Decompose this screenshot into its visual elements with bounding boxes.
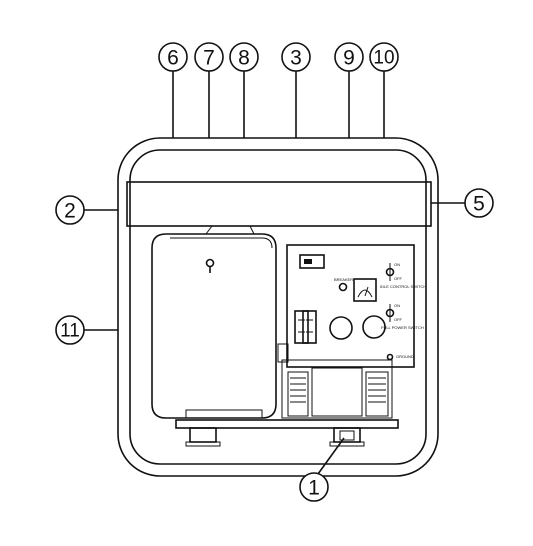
- foot-left: [189, 427, 217, 443]
- callout-6: 6: [158, 42, 188, 72]
- callout-8: 8: [229, 42, 259, 72]
- hour-meter-dial: [357, 289, 373, 298]
- idle-on-label: ON: [394, 262, 400, 267]
- top-crossbar: [126, 181, 432, 227]
- engine-cover-inner: [170, 237, 273, 249]
- receptacle-right: [362, 315, 386, 339]
- callout-3: 3: [281, 42, 311, 72]
- receptacle-left: [329, 316, 353, 340]
- outlet-left: [294, 310, 309, 344]
- svg-text:9: 9: [343, 47, 355, 70]
- outer-frame: [117, 137, 439, 477]
- breaker-label: BREAKER: [334, 277, 353, 282]
- inner-frame: [129, 149, 427, 465]
- engine-cover-top: [205, 225, 255, 235]
- callout-2: 2: [55, 195, 85, 225]
- callout-11: 11: [55, 315, 85, 345]
- engine-connector: [277, 343, 289, 363]
- callout-7: 7: [194, 42, 224, 72]
- svg-text:11: 11: [60, 321, 80, 342]
- callout-9: 9: [334, 42, 364, 72]
- foot-right-cap: [329, 441, 365, 447]
- svg-text:3: 3: [290, 47, 302, 70]
- outlet-right: [302, 310, 317, 344]
- full-power-switch-label: FULL POWER SWITCH: [381, 325, 424, 330]
- engine-cylinder-left: [287, 371, 309, 417]
- engine-body: [281, 359, 393, 419]
- svg-text:2: 2: [64, 200, 76, 223]
- idle-off-label: OFF: [394, 276, 403, 281]
- svg-text:8: 8: [238, 47, 250, 70]
- leader-1: [317, 437, 345, 475]
- full-power-on-label: ON: [394, 303, 400, 308]
- ground-terminal: [386, 353, 394, 361]
- ground-label: GROUND: [396, 354, 414, 359]
- engine-cylinder-right: [365, 371, 389, 417]
- base-plate: [175, 419, 399, 429]
- hour-meter: [353, 278, 377, 302]
- foot-left-cap: [185, 441, 221, 447]
- svg-text:6: 6: [167, 47, 179, 70]
- control-panel: [286, 244, 415, 368]
- idle-switch-label: IDLE CONTROL SWITCH: [380, 284, 426, 289]
- breaker-button: [338, 282, 348, 292]
- breaker-switch: [299, 254, 325, 269]
- callout-10: 10: [369, 42, 399, 72]
- svg-text:7: 7: [203, 47, 215, 70]
- engine-fan: [311, 367, 363, 417]
- callout-5: 5: [464, 188, 494, 218]
- callout-1: 1: [299, 472, 329, 502]
- breaker-switch-lever: [304, 259, 312, 264]
- svg-text:5: 5: [473, 193, 485, 216]
- foot-right-bolt: [339, 430, 355, 441]
- svg-text:1: 1: [308, 477, 320, 500]
- engine-cover-base: [185, 409, 263, 419]
- hour-meter-needle: [364, 286, 369, 297]
- keyhole-icon: [205, 258, 215, 268]
- svg-text:10: 10: [373, 48, 394, 69]
- full-power-off-label: OFF: [394, 317, 403, 322]
